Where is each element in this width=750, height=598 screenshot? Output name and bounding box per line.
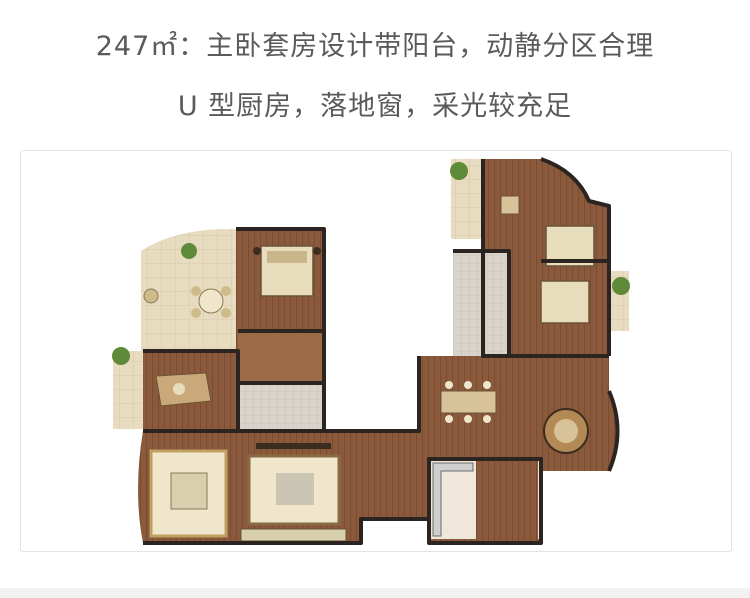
headline-subtitle: U 型厨房，落地窗，采光较充足 — [177, 91, 573, 122]
master-bed — [253, 245, 321, 297]
headline-title: 247㎡：主卧套房设计带阳台，动静分区合理 — [95, 31, 655, 62]
dining-table — [440, 381, 497, 423]
small-round-table — [500, 195, 520, 215]
pantry-floor — [476, 459, 538, 539]
terrace-floor — [141, 229, 236, 351]
study-desk — [155, 372, 212, 407]
upper-bed-2 — [540, 280, 590, 324]
kitchen-counter — [432, 462, 474, 537]
round-dining-table — [543, 408, 589, 454]
walls — [143, 157, 620, 545]
living-room-furniture — [149, 443, 347, 542]
bathroom-floor — [238, 383, 322, 431]
floor-plan — [112, 157, 630, 545]
right-wing — [419, 159, 629, 543]
closet-floor — [238, 331, 322, 381]
plant-decor — [112, 162, 630, 365]
floor-plan-card — [20, 150, 732, 552]
bottom-bar — [0, 588, 750, 598]
terrace-table — [143, 286, 231, 318]
